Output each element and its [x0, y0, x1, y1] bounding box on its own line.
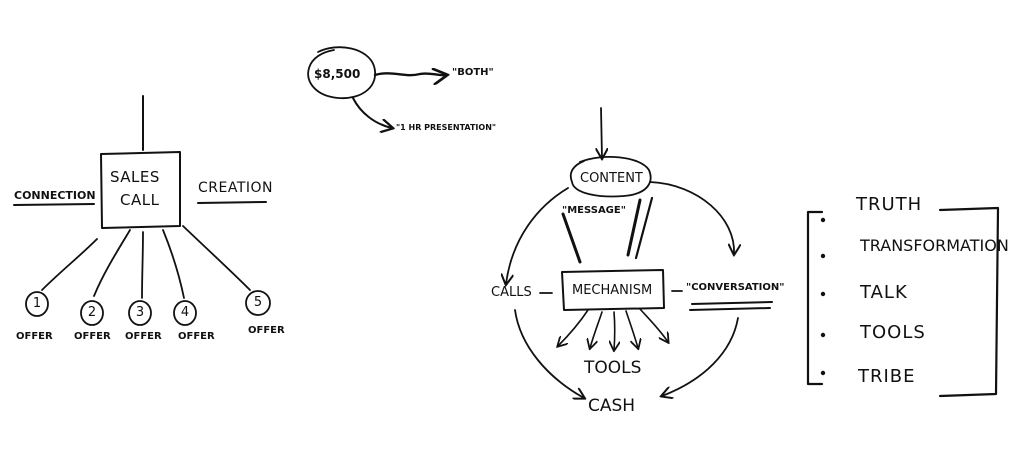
branch-line-5 [182, 225, 251, 291]
offer-label-1: OFFER [16, 331, 53, 342]
list-bullet-3 [820, 291, 826, 297]
calls-to-cash-arrow [514, 309, 584, 398]
creation-underline [197, 201, 267, 204]
list-bullet-5 [820, 370, 826, 376]
price-arrow-presentation [352, 97, 392, 128]
list-item-tribe: TRIBE [858, 366, 916, 387]
conversation-label: "CONVERSATION" [686, 282, 785, 293]
offer-label-2: OFFER [74, 331, 111, 342]
mech-arrow-5 [639, 308, 668, 342]
list-bullet-1 [820, 217, 826, 223]
offer-label-4: OFFER [178, 331, 215, 342]
list-item-transformation: TRANSFORMATION [860, 236, 1009, 255]
offer-number-4: 4 [180, 305, 190, 320]
tools-output-label: TOOLS [584, 358, 642, 378]
offer-circle-5 [245, 290, 271, 316]
branch-line-2 [93, 229, 131, 297]
mech-arrow-4 [625, 310, 638, 348]
content-ellipse [569, 156, 652, 198]
content-label: CONTENT [580, 171, 643, 186]
price-arrow-both [373, 73, 446, 75]
conversation-underline-2 [689, 307, 771, 311]
price-option-presentation: "1 HR PRESENTATION" [396, 123, 497, 132]
sales-box-line1: SALES [110, 168, 160, 186]
sales-call-box [100, 151, 181, 229]
offer-circle-2 [80, 300, 104, 326]
mech-arrow-1 [558, 309, 589, 346]
list-bracket-right [938, 206, 1000, 398]
offer-number-2: 2 [87, 305, 97, 320]
price-option-both: "BOTH" [452, 67, 494, 78]
message-label: "MESSAGE" [562, 205, 626, 216]
list-item-truth: TRUTH [856, 194, 923, 215]
mechanism-label: MECHANISM [572, 283, 653, 298]
list-bullet-2 [820, 253, 826, 259]
list-item-talk: TALK [860, 282, 908, 303]
arrow-to-calls [506, 187, 569, 284]
branch-line-3 [141, 231, 144, 299]
conversation-underline-1 [691, 301, 773, 305]
offer-circle-1 [25, 291, 49, 317]
connection-underline [13, 203, 95, 206]
calls-label: CALLS [491, 285, 532, 300]
offer-label-3: OFFER [125, 331, 162, 342]
branch-line-1 [41, 238, 98, 291]
offer-number-5: 5 [253, 295, 263, 310]
connection-label: CONNECTION [14, 189, 96, 202]
offer-number-1: 1 [32, 296, 42, 311]
content-stroke-right-b [634, 196, 654, 260]
creation-label: CREATION [198, 180, 274, 196]
offer-number-3: 3 [135, 305, 145, 320]
list-bracket-left [806, 210, 824, 386]
list-bullet-4 [820, 332, 826, 338]
offer-label-5: OFFER [248, 325, 285, 336]
list-item-tools: TOOLS [860, 322, 926, 343]
sales-box-line2: CALL [120, 191, 160, 209]
mech-arrow-2 [590, 311, 603, 348]
conversation-to-cash-arrow [662, 317, 739, 396]
mech-arrow-3 [614, 311, 615, 350]
mechanism-box [561, 269, 665, 311]
cash-output-label: CASH [588, 396, 636, 416]
content-top-arrow [601, 107, 602, 158]
content-stroke-right-a [626, 198, 642, 257]
price-amount: $8,500 [314, 67, 361, 81]
branch-line-4 [162, 229, 185, 299]
arrow-to-conversation [649, 181, 734, 254]
offer-circle-4 [173, 300, 197, 326]
offer-circle-3 [128, 300, 152, 326]
content-stroke-left [561, 212, 582, 264]
price-circle [307, 46, 377, 99]
